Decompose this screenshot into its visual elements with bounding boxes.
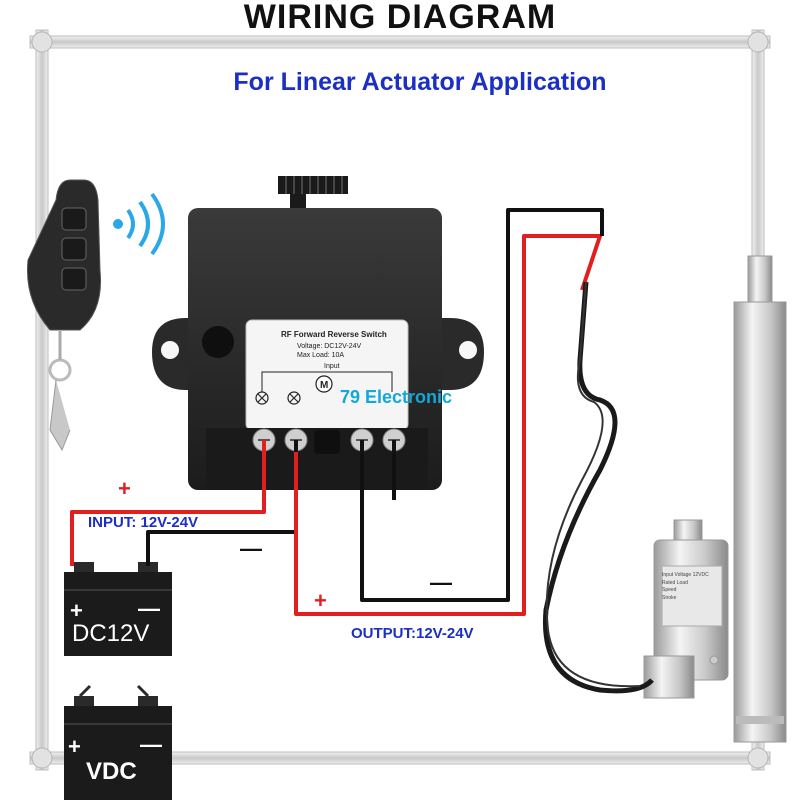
actuator-spec-line: Speed	[662, 587, 677, 593]
remote-control-icon	[26, 179, 102, 452]
module-label-input: Input	[324, 363, 340, 370]
output-label: OUTPUT:12V-24V	[351, 625, 474, 642]
battery-bottom-label: VDC	[86, 758, 137, 785]
battery-bottom-plus: +	[68, 734, 81, 759]
linear-actuator	[643, 255, 787, 743]
wireless-signal-icon	[113, 192, 165, 256]
output-negative-wire	[360, 208, 604, 602]
page-subtitle: For Linear Actuator Application	[233, 68, 607, 96]
watermark: 79 Electronic	[340, 387, 453, 407]
battery-bottom-minus: —	[140, 732, 162, 757]
input-minus-sign: —	[240, 536, 262, 561]
wiring	[70, 208, 654, 694]
actuator-spec-line: Stroke	[662, 594, 677, 601]
input-label: INPUT: 12V-24V	[88, 514, 199, 531]
battery-top-minus: —	[138, 596, 160, 621]
rf-switch-module: M	[152, 208, 484, 490]
module-label-max-load: Max Load: 10A	[297, 352, 345, 359]
actuator-spec-line: Rated Load	[662, 579, 688, 586]
output-minus-sign: —	[430, 570, 452, 595]
battery-bottom	[64, 684, 172, 800]
module-label-title: RF Forward Reverse Switch	[281, 330, 387, 339]
battery-top-label: DC12V	[72, 620, 150, 647]
input-positive-wire	[70, 440, 266, 566]
actuator-spec-label: Input Voltage 12VDC Rated Load Speed Str…	[662, 572, 722, 602]
terminal-block	[252, 428, 406, 454]
input-plus-sign: +	[118, 476, 131, 501]
battery-top	[64, 562, 172, 656]
module-label-voltage: Voltage: DC12V-24V	[297, 343, 362, 350]
page-title: WIRING DIAGRAM	[243, 0, 557, 36]
svg-text:M: M	[320, 380, 328, 391]
motor-icon: M	[315, 375, 333, 393]
actuator-cable	[542, 281, 654, 694]
antenna	[278, 176, 348, 212]
actuator-spec-line: Input Voltage 12VDC	[662, 572, 709, 578]
output-positive-wire	[294, 234, 602, 616]
battery-top-plus: +	[70, 598, 83, 623]
output-plus-sign: +	[314, 588, 327, 613]
